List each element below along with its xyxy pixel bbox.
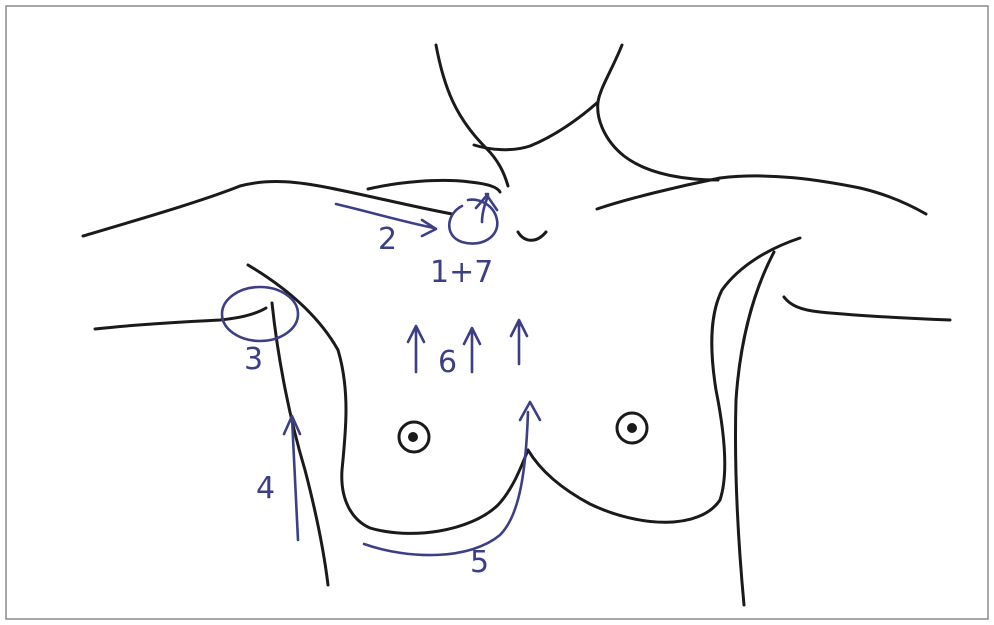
right-nipple-inner (629, 425, 636, 432)
left-nipple-inner (410, 434, 417, 441)
label-step-2: 2 (378, 222, 397, 257)
label-step-3: 3 (244, 342, 263, 377)
label-step-4: 4 (256, 471, 275, 506)
label-step-5: 5 (470, 545, 489, 580)
label-step-1-7: 1+7 (430, 255, 493, 290)
label-step-6: 6 (438, 345, 457, 380)
